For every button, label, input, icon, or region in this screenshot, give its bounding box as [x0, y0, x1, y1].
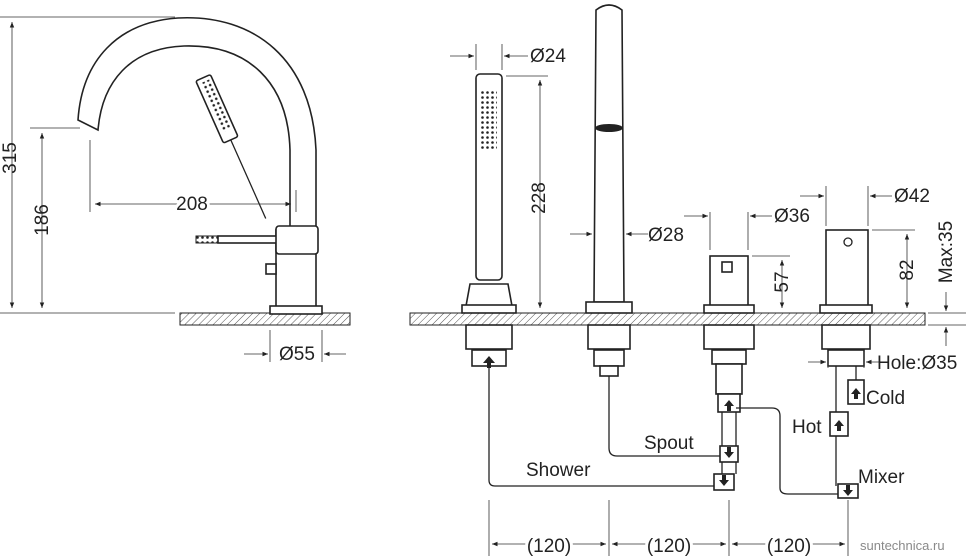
- spout-front: [585, 4, 720, 457]
- dim-mixer-height: 82: [897, 259, 918, 280]
- dim-spout-height: 186: [32, 204, 53, 236]
- handshower: [461, 73, 720, 487]
- spout-base: [269, 305, 323, 315]
- label-hot: Hot: [792, 417, 822, 438]
- deck-right: [409, 312, 926, 326]
- deck-left: [179, 312, 351, 326]
- label-shower: Shower: [526, 460, 591, 481]
- label-mixer: Mixer: [858, 467, 905, 488]
- dim-spacing-3: (120): [767, 536, 811, 556]
- dim-diverter-height: 57: [772, 271, 793, 292]
- side-knob: [265, 263, 277, 275]
- dim-spout-reach: 208: [176, 194, 208, 215]
- dim-handshower-length: 228: [529, 182, 550, 214]
- lever: [217, 235, 279, 244]
- dim-max-deck: Max:35: [936, 221, 957, 283]
- dim-diverter-diameter: Ø36: [774, 206, 810, 227]
- flow-arrows: [483, 356, 861, 496]
- spout-arc: [77, 17, 317, 233]
- dim-spacing-1: (120): [527, 536, 571, 556]
- lever-head: [275, 225, 319, 255]
- side-view-spout: 315 186 208 Ø55: [0, 16, 351, 365]
- mixer-valve: [736, 229, 873, 499]
- dim-hole-diameter: Hole:Ø35: [877, 353, 957, 374]
- label-cold: Cold: [866, 388, 905, 409]
- dim-spout-diameter: Ø28: [648, 225, 684, 246]
- watermark: suntechnica.ru: [860, 538, 945, 553]
- dim-handshower-diameter: Ø24: [530, 46, 566, 67]
- dim-total-height: 315: [0, 142, 21, 174]
- dim-spacing-2: (120): [647, 536, 691, 556]
- dim-base-diameter: Ø55: [279, 344, 315, 365]
- lever-knurl: [195, 235, 219, 244]
- dim-mixer-diameter: Ø42: [894, 186, 930, 207]
- label-spout: Spout: [644, 433, 694, 454]
- front-view-set: Ø24 228 Ø28: [409, 4, 966, 556]
